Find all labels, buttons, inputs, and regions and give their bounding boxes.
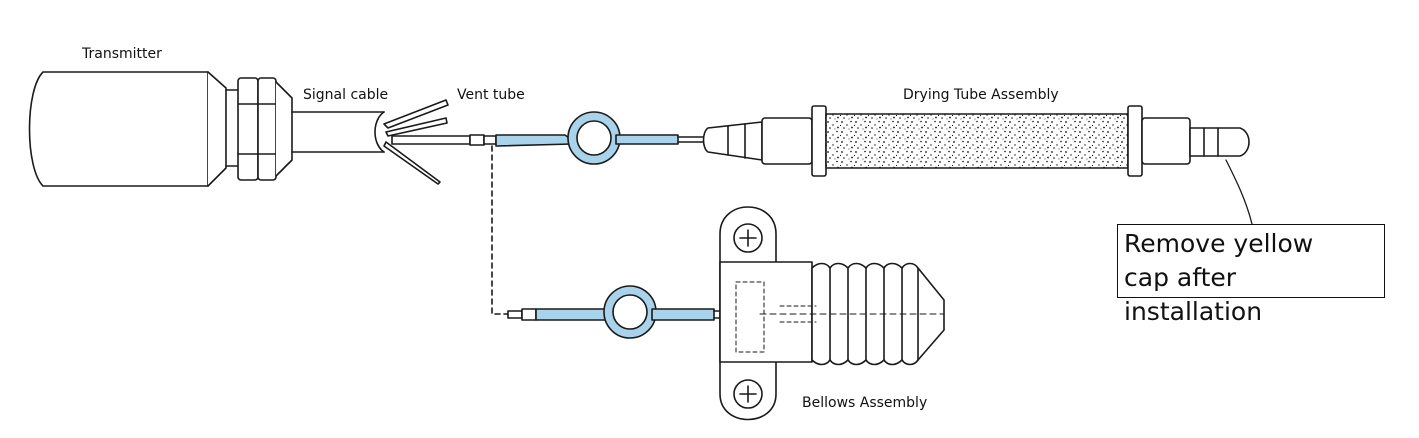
- label-drying-tube-assembly: Drying Tube Assembly: [903, 87, 1059, 103]
- callout-line-1: Remove yellow: [1124, 229, 1314, 258]
- label-signal-cable: Signal cable: [303, 87, 389, 103]
- transmitter-body: [28, 71, 239, 187]
- vent-tube-lower: [507, 285, 761, 339]
- signal-cable: [291, 99, 449, 185]
- callout-leader-line: [1225, 159, 1253, 225]
- callout-box: Remove yellow cap after installation: [1117, 224, 1385, 326]
- callout-line-2: cap after installation: [1124, 263, 1263, 326]
- vent-tube-upper: [391, 111, 709, 165]
- label-bellows-assembly: Bellows Assembly: [802, 395, 928, 411]
- label-transmitter: Transmitter: [82, 46, 162, 62]
- bellows-assembly: [719, 206, 945, 421]
- drying-tube-assembly: [702, 105, 1250, 177]
- label-vent-tube: Vent tube: [457, 87, 525, 103]
- cable-gland-nut: [237, 77, 293, 181]
- dashed-connector: [491, 145, 509, 315]
